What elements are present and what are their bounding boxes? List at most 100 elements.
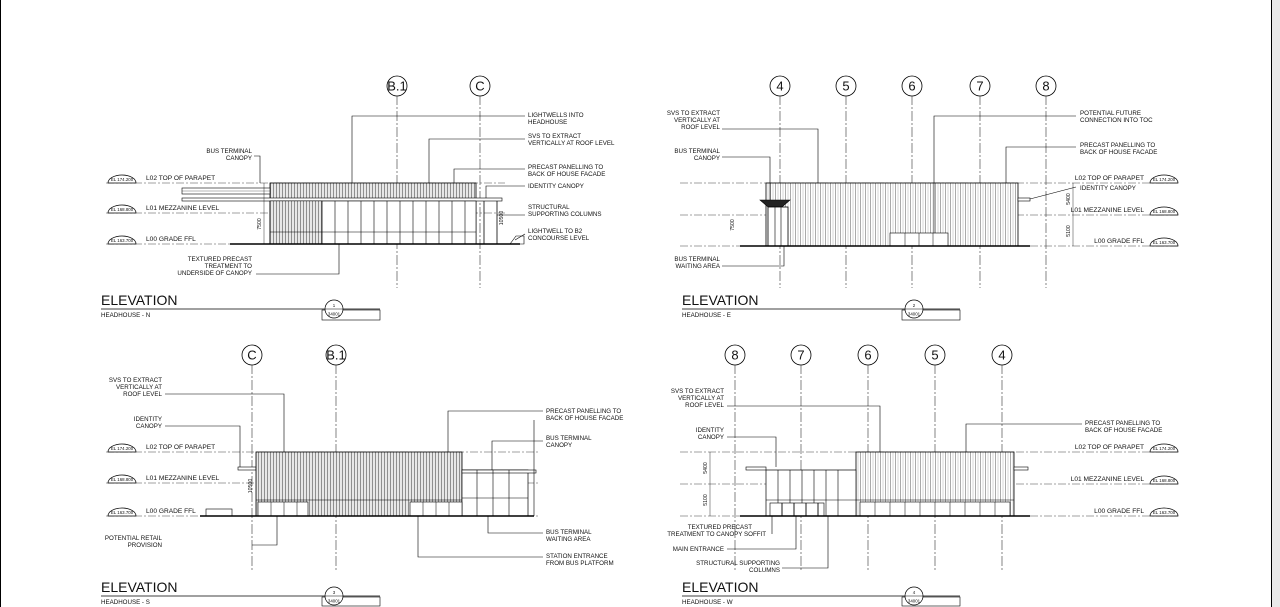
drawing-title-block: ELEVATION HEADHOUSE - N 1 34001 bbox=[101, 292, 381, 321]
dimension-height: 10500 bbox=[499, 211, 505, 226]
grid-label: 8 bbox=[1042, 79, 1049, 94]
drawing-title-block: ELEVATION HEADHOUSE - S 3 34001 bbox=[101, 579, 381, 607]
level-label: L00 GRADE FFL bbox=[146, 508, 196, 515]
grid-label: B.1 bbox=[387, 79, 407, 94]
level-elevation-tag: EL 174.200 bbox=[1153, 446, 1176, 451]
level-marker-parapet: EL 174.200 L02 TOP OF PARAPET bbox=[107, 443, 215, 453]
leader-lines bbox=[254, 115, 526, 275]
level-elevation-tag: EL 163.700 bbox=[111, 510, 134, 515]
level-marker-mezzanine: EL 168.800 L01 MEZZANINE LEVEL bbox=[107, 474, 220, 484]
building-facade bbox=[200, 451, 537, 517]
grid-label: 5 bbox=[842, 79, 849, 94]
drawing-subtitle: HEADHOUSE - N bbox=[101, 312, 150, 319]
level-label: L00 GRADE FFL bbox=[1094, 508, 1144, 515]
level-label: L02 TOP OF PARAPET bbox=[146, 444, 215, 451]
grid-label: 5 bbox=[931, 348, 938, 363]
level-marker-grade: EL 163.700 L00 GRADE FFL bbox=[1094, 237, 1179, 247]
building-facade bbox=[740, 182, 1031, 247]
level-elevation-tag: EL 174.200 bbox=[111, 177, 134, 182]
elevation-south: C B.1 EL 174.200 L02 TOP OF PARAPET EL 1… bbox=[101, 344, 623, 607]
grid-bubbles: C B.1 bbox=[241, 344, 347, 366]
level-elevation-tag: EL 163.700 bbox=[1153, 510, 1176, 515]
level-label: L02 TOP OF PARAPET bbox=[146, 175, 215, 182]
drawing-title: ELEVATION bbox=[682, 579, 759, 595]
leader-lines bbox=[165, 393, 543, 558]
level-label: L01 MEZZANINE LEVEL bbox=[1071, 476, 1145, 483]
dimension-height: 5400 bbox=[703, 462, 709, 474]
grid-bubbles: B.1 C bbox=[386, 75, 491, 97]
level-marker-parapet: EL 174.200 L02 TOP OF PARAPET bbox=[1075, 174, 1179, 184]
level-label: L01 MEZZANINE LEVEL bbox=[146, 475, 220, 482]
level-elevation-tag: EL 163.700 bbox=[111, 238, 134, 243]
drawing-ref-number: 3 bbox=[333, 590, 336, 595]
level-label: L02 TOP OF PARAPET bbox=[1075, 444, 1144, 451]
level-elevation-tag: EL 168.800 bbox=[111, 207, 134, 212]
drawing-ref-sheet: 34001 bbox=[328, 312, 341, 317]
grid-bubbles: 8 7 6 5 4 bbox=[724, 344, 1013, 366]
level-marker-mezzanine: EL 168.800 L01 MEZZANINE LEVEL bbox=[1071, 206, 1179, 216]
grid-label: 4 bbox=[998, 348, 1005, 363]
elevation-west: 8 7 6 5 4 EL 174.200 L02 TOP OF PARAPET … bbox=[667, 344, 1179, 607]
elevation-north: B.1 C EL 174.200 L02 TOP OF PARAPET EL 1… bbox=[101, 75, 615, 321]
drawing-title-block: ELEVATION HEADHOUSE - W 4 34001 bbox=[682, 579, 961, 607]
level-label: L00 GRADE FFL bbox=[146, 236, 196, 243]
drawing-ref-number: 1 bbox=[333, 303, 336, 308]
grid-label: 7 bbox=[797, 348, 804, 363]
level-marker-grade: EL 163.700 L00 GRADE FFL bbox=[107, 507, 196, 517]
dimension-height: 7500 bbox=[257, 218, 263, 230]
grid-label: 4 bbox=[776, 79, 783, 94]
drawing-ref-number: 4 bbox=[913, 590, 916, 595]
leader-lines bbox=[727, 405, 1082, 569]
dimension-height: 5100 bbox=[1066, 225, 1072, 237]
grid-label: C bbox=[475, 79, 484, 94]
drawing-title: ELEVATION bbox=[682, 292, 759, 308]
drawing-ref-number: 2 bbox=[913, 303, 916, 308]
grid-label: C bbox=[247, 348, 256, 363]
grid-bubbles: 4 5 6 7 8 bbox=[769, 75, 1057, 97]
level-elevation-tag: EL 168.800 bbox=[1153, 478, 1176, 483]
drawing-ref-sheet: 34001 bbox=[908, 599, 921, 604]
level-elevation-tag: EL 163.700 bbox=[1153, 240, 1176, 245]
drawing-title: ELEVATION bbox=[101, 579, 178, 595]
drawing-title-block: ELEVATION HEADHOUSE - E 2 34001 bbox=[682, 292, 961, 321]
level-marker-grade: EL 163.700 L00 GRADE FFL bbox=[1094, 507, 1179, 517]
level-elevation-tag: EL 174.200 bbox=[111, 446, 134, 451]
building-facade bbox=[181, 182, 525, 245]
level-elevation-tag: EL 174.200 bbox=[1153, 177, 1176, 182]
level-label: L00 GRADE FFL bbox=[1094, 238, 1144, 245]
elevation-east: 4 5 6 7 8 EL 174.200 L02 TOP OF PARAPET … bbox=[667, 75, 1179, 321]
grid-label: 8 bbox=[731, 348, 738, 363]
level-marker-parapet: EL 174.200 L02 TOP OF PARAPET bbox=[107, 174, 215, 184]
grid-label: 6 bbox=[864, 348, 871, 363]
grid-label: 7 bbox=[976, 79, 983, 94]
drawing-subtitle: HEADHOUSE - S bbox=[101, 599, 150, 606]
level-marker-mezzanine: EL 168.800 L01 MEZZANINE LEVEL bbox=[107, 204, 220, 214]
drawing-subtitle: HEADHOUSE - E bbox=[682, 312, 731, 319]
annotation-identity-canopy: IDENTITY CANOPY bbox=[528, 183, 584, 190]
dimension-height: 5400 bbox=[1066, 193, 1072, 205]
level-elevation-tag: EL 168.800 bbox=[111, 477, 134, 482]
